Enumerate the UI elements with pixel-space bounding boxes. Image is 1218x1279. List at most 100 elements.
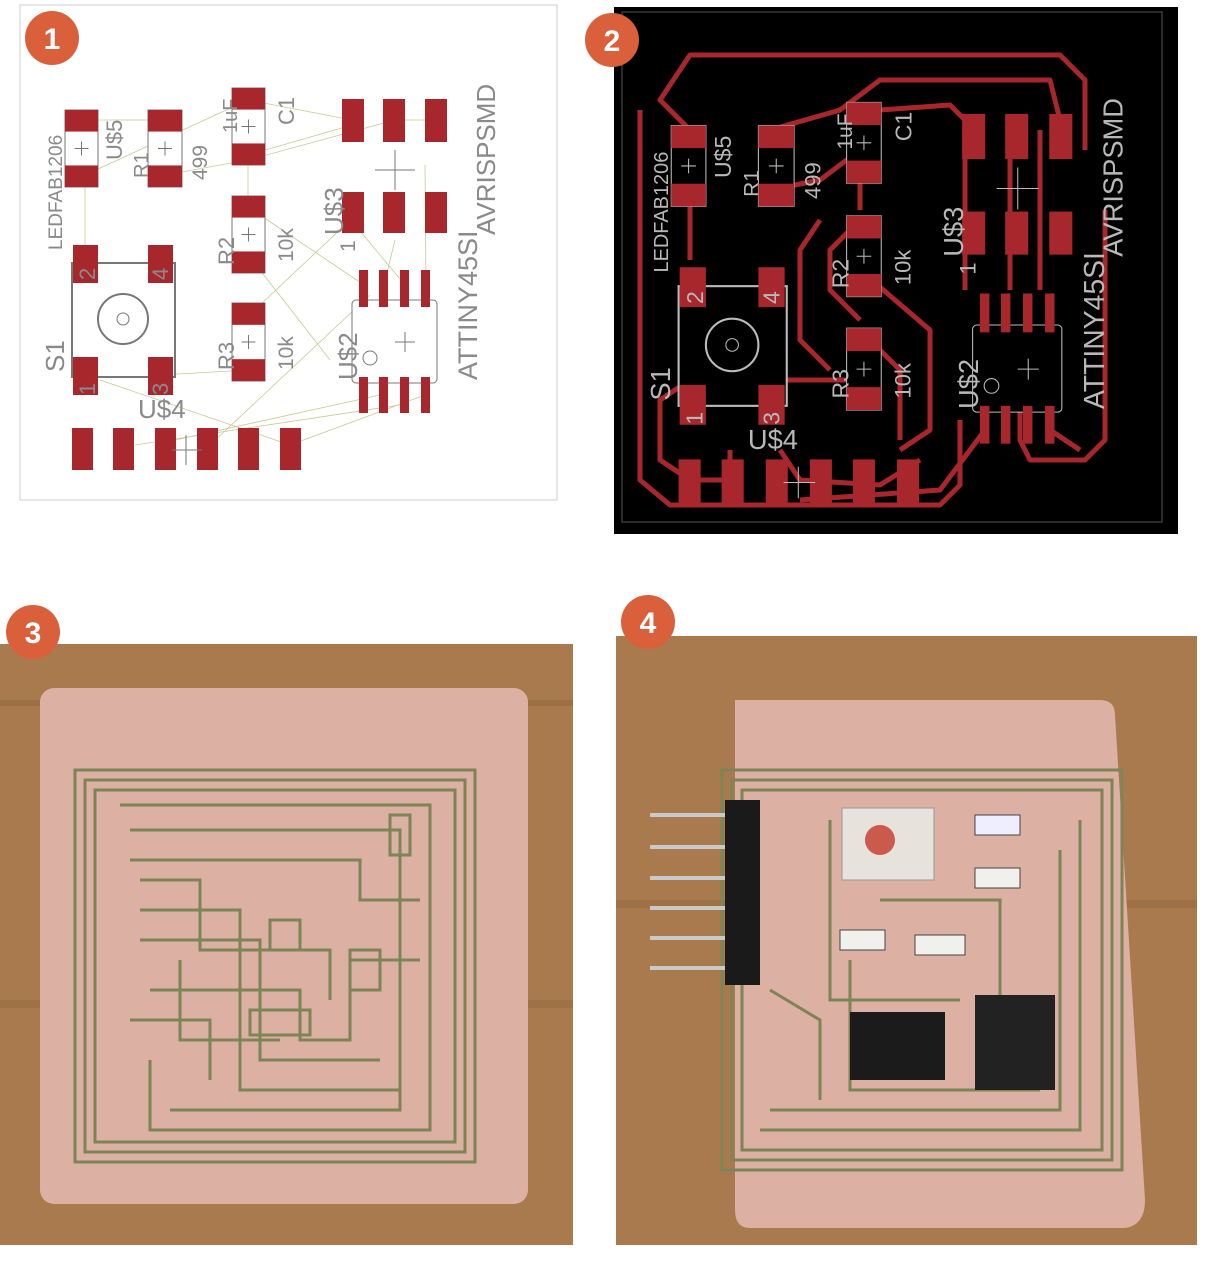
ftdi-ref-label: U$4 xyxy=(748,424,798,455)
badge-3-label: 3 xyxy=(25,617,42,650)
ftdi-pad xyxy=(197,428,218,470)
c1-value-label: 1uF xyxy=(834,113,857,149)
header-ref-label: U$3 xyxy=(319,187,349,235)
switch-ref-label: S1 xyxy=(40,340,70,372)
avr-isp-header xyxy=(975,995,1055,1090)
switch-pin-label: 2 xyxy=(75,268,100,280)
header-package-label: AVRISPSMD xyxy=(471,84,501,235)
switch-pin-label: 4 xyxy=(148,268,173,280)
r3-value-label: 10k xyxy=(275,336,298,370)
c1-ref-label: C1 xyxy=(891,112,917,142)
switch-pad xyxy=(758,384,785,425)
header-pad xyxy=(1049,113,1073,160)
header-pad xyxy=(383,192,405,233)
led xyxy=(974,814,1021,836)
badge-3 xyxy=(6,605,60,659)
header-pin1-label: 1 xyxy=(337,240,360,252)
switch-pad xyxy=(758,267,785,308)
r1-ref-label: R1 xyxy=(740,170,763,197)
r3-footprint xyxy=(846,327,882,411)
switch-pin-label: 2 xyxy=(682,291,708,304)
switch-pin-label: 3 xyxy=(148,383,173,395)
ftdi-ref-label: U$4 xyxy=(138,394,186,424)
resistor xyxy=(839,929,886,951)
panel-3: 3 xyxy=(0,605,573,1245)
r3-footprint xyxy=(231,302,266,382)
c1-footprint xyxy=(846,101,882,184)
r1-footprint xyxy=(147,109,183,188)
r3-value-label: 10k xyxy=(891,362,916,399)
ftdi-pad xyxy=(72,428,93,470)
badge-4 xyxy=(621,595,675,649)
attiny-chip xyxy=(850,1012,945,1080)
r1-ref-label: R1 xyxy=(131,152,153,178)
header-ref-label: U$3 xyxy=(938,207,969,257)
header-pad xyxy=(1049,211,1073,255)
switch-pad xyxy=(73,245,98,283)
switch-pad xyxy=(148,245,173,283)
badge-1-label: 1 xyxy=(44,23,61,56)
panel-4: 4 xyxy=(616,595,1197,1245)
switch-pad xyxy=(679,267,706,308)
switch-pin-label: 1 xyxy=(682,412,708,425)
header-pad xyxy=(383,99,405,142)
header-pin1-label: 1 xyxy=(956,262,981,274)
r1-value-label: 499 xyxy=(800,162,825,199)
ftdi-pad xyxy=(897,459,920,504)
r2-ref-label: R2 xyxy=(214,237,239,265)
ftdi-pad xyxy=(809,459,832,504)
r1-footprint xyxy=(757,124,795,207)
switch-pin-label: 4 xyxy=(758,291,784,304)
switch-pad xyxy=(73,357,98,395)
led-footprint xyxy=(64,109,99,188)
badge-1 xyxy=(25,11,79,65)
mcu-body xyxy=(351,299,438,384)
header-pad xyxy=(342,192,364,233)
r3-ref-label: R3 xyxy=(214,342,239,370)
led-footprint xyxy=(670,124,707,207)
switch-pin-label: 1 xyxy=(75,383,100,395)
board-outline xyxy=(621,11,1163,523)
switch-ref-label: S1 xyxy=(645,367,676,400)
c1-footprint xyxy=(231,87,266,166)
badge-2 xyxy=(585,13,639,67)
ftdi-pad xyxy=(765,459,788,504)
r2-value-label: 10k xyxy=(891,249,916,286)
led-ref-label: U$5 xyxy=(710,136,736,178)
led-package-label: LEDFAB1206 xyxy=(46,135,67,250)
milled-pcb xyxy=(40,688,528,1204)
mcu-package-label: ATTINY45SI xyxy=(1079,252,1111,409)
resistor xyxy=(914,934,966,956)
ftdi-pad xyxy=(852,459,875,504)
header-package-label: AVRISPSMD xyxy=(1098,98,1129,257)
r2-ref-label: R2 xyxy=(828,259,854,289)
switch-pin-label: 3 xyxy=(758,412,784,425)
header-pad xyxy=(342,99,364,142)
mcu-body xyxy=(972,324,1063,413)
header-pad xyxy=(1005,113,1029,160)
mcu-ref-label: U$2 xyxy=(953,359,984,409)
button-cap xyxy=(865,825,895,855)
r2-footprint xyxy=(846,215,882,298)
mcu-package-label: ATTINY45SI xyxy=(453,230,483,380)
header-pad xyxy=(425,192,447,233)
c1-value-label: 1uF xyxy=(220,99,242,133)
r3-ref-label: R3 xyxy=(828,369,854,399)
ftdi-pad xyxy=(155,428,176,470)
led-package-label: LEDFAB1206 xyxy=(651,152,673,273)
assembled-pcb xyxy=(735,700,1145,1228)
header-pad xyxy=(1005,211,1029,255)
header-pad xyxy=(962,211,986,255)
ftdi-pad xyxy=(113,428,134,470)
isolation-traces xyxy=(73,768,477,1164)
mcu-ref-label: U$2 xyxy=(333,332,363,380)
ftdi-pad xyxy=(280,428,301,470)
led-ref-label: U$5 xyxy=(102,120,127,160)
ftdi-pad xyxy=(238,428,259,470)
switch-pad xyxy=(679,384,706,425)
